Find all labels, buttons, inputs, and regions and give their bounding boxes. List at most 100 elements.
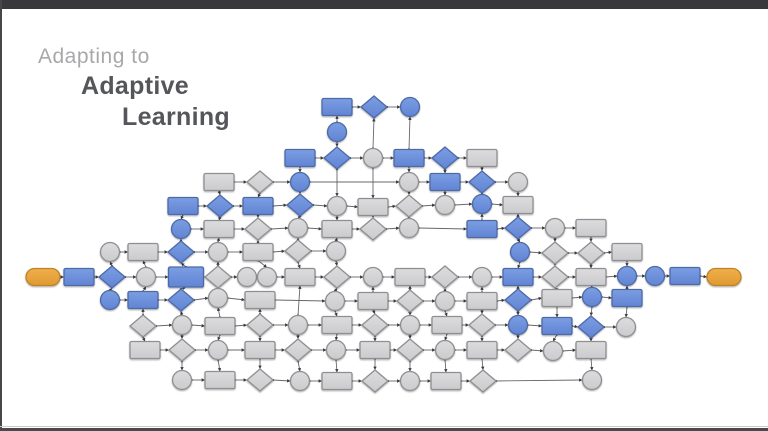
flowchart-node-diamond	[128, 314, 158, 338]
edge-arrowhead-icon	[285, 323, 289, 327]
flowchart-node-rect	[127, 290, 159, 310]
edge-arrowhead-icon	[574, 251, 578, 255]
flowchart-node-rect	[127, 242, 159, 262]
edge-arrowhead-icon	[466, 379, 470, 383]
edge-arrowhead-icon	[408, 312, 412, 316]
edge-arrowhead-icon	[443, 288, 447, 292]
flowchart-node-circle	[326, 121, 348, 143]
edge-arrowhead-icon	[538, 275, 542, 279]
flowchart-nodes	[25, 95, 742, 393]
edge-arrowhead-icon	[218, 216, 222, 221]
flowchart-node-diamond	[395, 289, 425, 313]
flowchart-node-terminator	[706, 267, 742, 287]
edge-arrowhead-icon	[358, 323, 362, 327]
edge-arrowhead-icon	[395, 226, 400, 230]
edge-arrowhead-icon	[243, 180, 247, 184]
flowchart-node-rect	[63, 267, 95, 287]
flowchart-node-diamond	[576, 241, 606, 265]
flowchart-node-diamond	[283, 338, 313, 362]
flowchart-node-rect	[393, 148, 425, 168]
edge-arrowhead-icon	[613, 274, 618, 278]
flowchart-node-circle	[324, 290, 346, 312]
flowchart-node-rect	[575, 218, 607, 238]
edge-arrowhead-icon	[589, 338, 593, 342]
edge-arrowhead-icon	[323, 348, 327, 352]
title-line-light: Adapting to	[38, 45, 150, 68]
flowchart-node-diamond	[97, 265, 127, 289]
edge-arrowhead-icon	[243, 323, 247, 327]
edge-arrowhead-icon	[164, 298, 168, 302]
edge-arrowhead-icon	[516, 238, 520, 243]
flowchart-node-diamond	[359, 95, 389, 119]
edge-arrowhead-icon	[360, 156, 364, 160]
edge-arrowhead-icon	[539, 349, 544, 353]
flowchart-node-rect	[394, 267, 426, 287]
flowchart-node-circle	[99, 241, 121, 263]
flowchart-node-circle	[616, 265, 638, 287]
edge-arrowhead-icon	[133, 275, 137, 279]
flowchart-node-diamond	[245, 170, 275, 194]
edge-arrowhead-icon	[298, 285, 302, 290]
edge-arrowhead-icon	[393, 299, 397, 303]
flowchart-node-circle	[581, 369, 603, 391]
flowchart-node-circle	[171, 369, 193, 391]
edge-arrowhead-icon	[356, 348, 360, 352]
edge-arrowhead-icon	[408, 116, 412, 120]
edge-arrowhead-icon	[164, 250, 168, 254]
flowchart-node-diamond	[576, 315, 606, 339]
edge-arrowhead-icon	[283, 203, 287, 207]
edge-arrowhead-icon	[505, 323, 509, 327]
top-letterbox-bar	[0, 0, 768, 9]
edge-arrowhead-icon	[589, 238, 593, 242]
edge-arrowhead-icon	[216, 261, 220, 265]
edge-arrowhead-icon	[613, 325, 617, 329]
edge-arrowhead-icon	[480, 167, 484, 171]
edge-arrowhead-icon	[281, 275, 285, 279]
edge-arrowhead-icon	[608, 295, 612, 300]
edge-arrowhead-icon	[501, 348, 505, 352]
edge-arrowhead-icon	[703, 274, 707, 279]
edge-arrowhead-icon	[297, 367, 302, 372]
edge-arrowhead-icon	[217, 336, 221, 341]
flowchart-edge	[297, 285, 301, 316]
edge-arrowhead-icon	[216, 307, 221, 312]
flowchart-node-rect	[466, 340, 498, 360]
edge-arrowhead-icon	[335, 115, 339, 119]
edge-arrowhead-icon	[298, 169, 302, 173]
edge-arrowhead-icon	[463, 348, 467, 352]
edge-arrowhead-icon	[463, 227, 467, 231]
flowchart-node-diamond	[243, 217, 273, 241]
edge-arrowhead-icon	[501, 298, 505, 303]
edge-arrowhead-icon	[258, 365, 262, 369]
edge-arrowhead-icon	[296, 335, 300, 339]
edge-arrowhead-icon	[216, 237, 221, 242]
edge-arrowhead-icon	[589, 265, 593, 269]
edge-arrowhead-icon	[572, 226, 576, 230]
edge-arrowhead-icon	[201, 378, 205, 382]
flowchart-node-diamond	[167, 338, 197, 362]
edge-arrowhead-icon	[390, 156, 394, 160]
flowchart-node-diamond	[245, 368, 275, 392]
flowchart-node-circle	[471, 193, 493, 215]
flowchart-node-circle	[398, 217, 420, 239]
flowchart-edge	[274, 299, 326, 302]
edge-arrowhead-icon	[444, 368, 448, 373]
flowchart-node-circle	[507, 314, 529, 336]
edge-arrowhead-icon	[281, 249, 285, 253]
flowchart-node-rect	[429, 172, 461, 192]
edge-arrowhead-icon	[397, 379, 401, 383]
edge-arrowhead-icon	[538, 324, 542, 328]
flowchart-node-circle	[207, 339, 229, 361]
edge-arrowhead-icon	[281, 348, 285, 352]
flowchart-node-rect	[203, 219, 235, 239]
edge-arrowhead-icon	[407, 169, 411, 173]
flowchart-edge	[372, 117, 375, 149]
edge-arrowhead-icon	[256, 214, 260, 218]
flowchart-node-diamond	[360, 369, 390, 393]
edge-arrowhead-icon	[371, 286, 375, 290]
edge-arrowhead-icon	[426, 180, 430, 184]
edge-arrowhead-icon	[589, 312, 594, 316]
edge-arrowhead-icon	[241, 297, 245, 302]
flowchart-node-diamond	[283, 239, 313, 263]
flowchart-node-rect	[244, 290, 276, 310]
